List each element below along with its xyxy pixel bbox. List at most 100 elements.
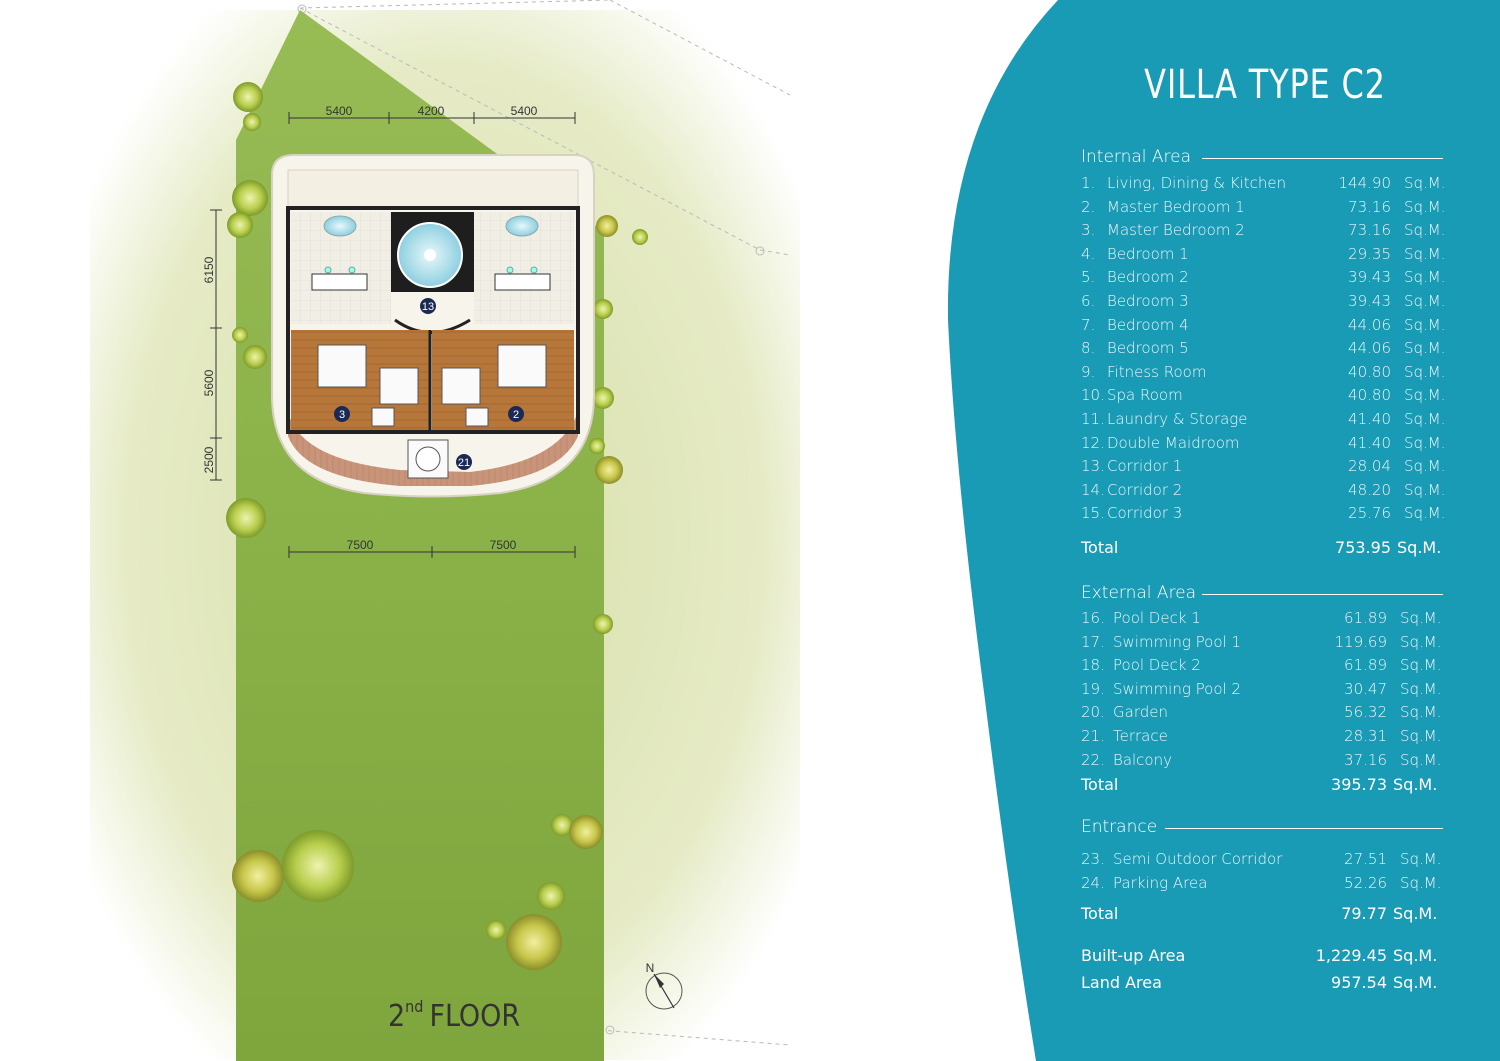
room-tags: 13 3 2 21 (334, 298, 524, 470)
area-row-label: Living, Dining & Kitchen (1107, 174, 1287, 192)
area-row-unit: Sq.M. (1404, 174, 1446, 192)
area-row-number: 12. (1081, 433, 1105, 452)
area-row-number: 13. (1081, 457, 1105, 476)
summary-label: Land Area (1081, 973, 1162, 992)
section-divider (1202, 594, 1443, 595)
dimension-label: 4200 (418, 104, 445, 118)
area-row-number: 24. (1081, 873, 1105, 892)
area-row-value: 56.32 (1344, 703, 1387, 722)
stair-newel (424, 249, 436, 261)
tree (486, 920, 506, 940)
area-row-unit: Sq.M. (1404, 480, 1446, 499)
area-row-number: 22. (1081, 750, 1105, 769)
area-row-unit: Sq.M. (1404, 292, 1446, 310)
room-tag: 2 (513, 409, 519, 421)
survey-point (605, 1025, 615, 1035)
total-unit: Sq.M. (1397, 538, 1442, 557)
external-total-row: Total 395.73 Sq.M. (1081, 775, 1443, 799)
area-row-label: Laundry & Storage (1107, 410, 1248, 428)
area-row-number: 7. (1081, 315, 1096, 334)
area-row-label: Semi Outdoor Corridor (1113, 850, 1283, 868)
tree (592, 387, 614, 409)
area-row-number: 10. (1081, 386, 1105, 405)
area-row-label: Spa Room (1107, 386, 1183, 405)
area-row-label: Bedroom 1 (1107, 244, 1189, 263)
area-row-unit: Sq.M. (1400, 750, 1442, 769)
area-row-label: Bedroom 4 (1107, 315, 1189, 334)
area-row-unit: Sq.M. (1404, 197, 1446, 216)
area-row-label: Fitness Room (1107, 362, 1207, 381)
summary-unit: Sq.M. (1393, 946, 1438, 965)
area-row-label: Double Maidroom (1107, 433, 1240, 452)
area-row-value: 119.69 (1334, 632, 1388, 651)
tree (243, 345, 267, 369)
area-row-label: Swimming Pool 1 (1113, 632, 1241, 651)
bed-left (317, 344, 367, 388)
total-label: Total (1081, 904, 1119, 923)
floor-number: 2 (388, 999, 405, 1034)
area-row-label: Pool Deck 2 (1113, 656, 1201, 675)
site-boundary (299, 0, 791, 1046)
area-row-value: 144.90 (1338, 174, 1392, 192)
area-row-unit: Sq.M. (1400, 873, 1442, 892)
area-row-value: 61.89 (1344, 656, 1387, 675)
north-arrow-icon (645, 972, 683, 1010)
building (271, 154, 595, 498)
round-table (415, 446, 441, 472)
tree (569, 815, 603, 849)
area-row-number: 1. (1081, 174, 1096, 192)
area-row-number: 17. (1081, 632, 1105, 651)
area-row-unit: Sq.M. (1404, 268, 1446, 287)
area-row-unit: Sq.M. (1404, 339, 1446, 358)
dimension-label: 2500 (202, 446, 216, 473)
area-row-label: Master Bedroom 1 (1107, 197, 1245, 216)
sofa-left (379, 367, 419, 405)
area-row-label: Garden (1113, 703, 1168, 722)
lounger-right (465, 407, 489, 427)
tree (589, 438, 605, 454)
summary-unit: Sq.M. (1393, 973, 1438, 992)
area-row-label: Terrace (1113, 727, 1168, 745)
area-row-number: 11. (1081, 410, 1105, 428)
area-row-value: 39.43 (1348, 268, 1391, 287)
dimension-label: 7500 (347, 538, 374, 552)
area-row-label: Pool Deck 1 (1113, 609, 1201, 627)
room-tag: 13 (422, 301, 434, 313)
tree (282, 830, 354, 902)
summary-label: Built-up Area (1081, 946, 1186, 965)
area-row-value: 29.35 (1348, 244, 1391, 263)
area-row-value: 48.20 (1348, 480, 1391, 499)
dimension-label: 6150 (202, 256, 216, 283)
area-row-value: 73.16 (1348, 221, 1391, 240)
area-row-unit: Sq.M. (1400, 727, 1442, 745)
area-row-label: Balcony (1113, 750, 1172, 769)
internal-heading: Internal Area (1081, 147, 1192, 167)
area-row-number: 15. (1081, 504, 1105, 523)
total-value: 79.77 (1341, 904, 1387, 923)
area-row-value: 40.80 (1348, 386, 1391, 405)
dimension-label: 5600 (202, 369, 216, 396)
dimension-label: 7500 (490, 538, 517, 552)
section-divider (1165, 828, 1443, 829)
area-row-value: 28.31 (1344, 727, 1387, 745)
tree (593, 614, 613, 634)
area-row-number: 23. (1081, 850, 1105, 868)
tree (595, 456, 623, 484)
room-tag: 21 (458, 457, 470, 469)
floor-suffix: nd (405, 997, 423, 1016)
